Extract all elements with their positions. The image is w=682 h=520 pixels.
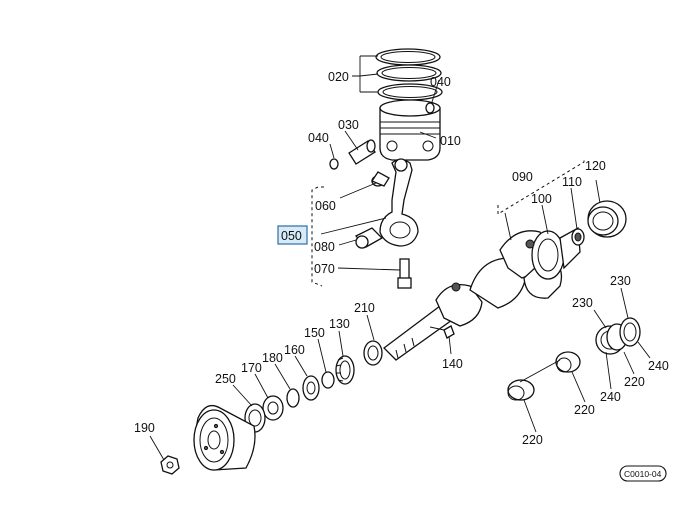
label-100[interactable]: 100 <box>531 192 552 206</box>
crankshaft[interactable] <box>383 226 581 361</box>
label-010[interactable]: 010 <box>440 134 461 148</box>
snap-ring-right[interactable] <box>425 102 435 114</box>
label-160[interactable]: 160 <box>284 343 305 357</box>
label-170[interactable]: 170 <box>241 361 262 375</box>
thrust-washer[interactable] <box>619 317 641 347</box>
label-050[interactable]: 050 <box>281 229 302 243</box>
small-end-bushing[interactable] <box>371 171 390 187</box>
front-oil-seal[interactable] <box>286 388 300 408</box>
label-180[interactable]: 180 <box>262 351 283 365</box>
label-130[interactable]: 130 <box>329 317 350 331</box>
piston-pin[interactable] <box>348 139 376 165</box>
crank-gear[interactable] <box>335 355 355 385</box>
drawing-code: C0010-04 <box>624 469 662 479</box>
oil-slinger[interactable] <box>302 375 320 401</box>
label-190[interactable]: 190 <box>134 421 155 435</box>
crank-gear-bushing[interactable] <box>363 340 383 366</box>
label-090[interactable]: 090 <box>512 170 533 184</box>
snap-ring-left[interactable] <box>329 158 339 170</box>
rod-group-bracket <box>311 186 324 287</box>
front-spacer[interactable] <box>262 395 284 421</box>
label-040-left[interactable]: 040 <box>308 131 329 145</box>
rear-bearing-case[interactable] <box>587 200 627 238</box>
label-120[interactable]: 120 <box>585 159 606 173</box>
label-220-mid[interactable]: 220 <box>574 403 595 417</box>
label-220-right[interactable]: 220 <box>624 375 645 389</box>
main-bearing-lower-mid[interactable] <box>555 351 581 373</box>
selected-part-highlight <box>277 225 308 245</box>
part-labels: 020 040 030 040 010 060 050 080 070 090 … <box>134 70 669 447</box>
piston-rings[interactable] <box>375 48 443 101</box>
label-070[interactable]: 070 <box>314 262 335 276</box>
label-080[interactable]: 080 <box>314 240 335 254</box>
label-040-top[interactable]: 040 <box>430 75 451 89</box>
crank-pulley[interactable] <box>193 404 256 471</box>
connecting-rod-bolt[interactable] <box>397 258 412 289</box>
oil-seal-rear[interactable] <box>571 228 585 246</box>
thrust-bearing-case[interactable] <box>595 323 628 355</box>
label-150[interactable]: 150 <box>304 326 325 340</box>
collar[interactable] <box>321 371 335 389</box>
pulley-nut[interactable] <box>160 455 180 475</box>
label-110[interactable]: 110 <box>562 175 582 189</box>
label-060[interactable]: 060 <box>315 199 336 213</box>
label-220-bottom[interactable]: 220 <box>522 433 543 447</box>
label-020[interactable]: 020 <box>328 70 349 84</box>
label-210[interactable]: 210 <box>354 301 375 315</box>
label-230-mid[interactable]: 230 <box>572 296 593 310</box>
leader-lines <box>149 55 651 461</box>
label-240-right[interactable]: 240 <box>648 359 669 373</box>
label-240-lower[interactable]: 240 <box>600 390 621 404</box>
drawing-code-badge: C0010-04 <box>619 465 667 482</box>
label-250[interactable]: 250 <box>215 372 236 386</box>
piston[interactable] <box>379 99 441 161</box>
crank-pin-bearing[interactable] <box>354 227 384 249</box>
label-230-top[interactable]: 230 <box>610 274 631 288</box>
label-140[interactable]: 140 <box>442 357 463 371</box>
connecting-rod[interactable] <box>379 158 419 247</box>
label-030[interactable]: 030 <box>338 118 359 132</box>
key[interactable] <box>443 325 455 339</box>
main-bearing-lower-left[interactable] <box>507 379 535 401</box>
